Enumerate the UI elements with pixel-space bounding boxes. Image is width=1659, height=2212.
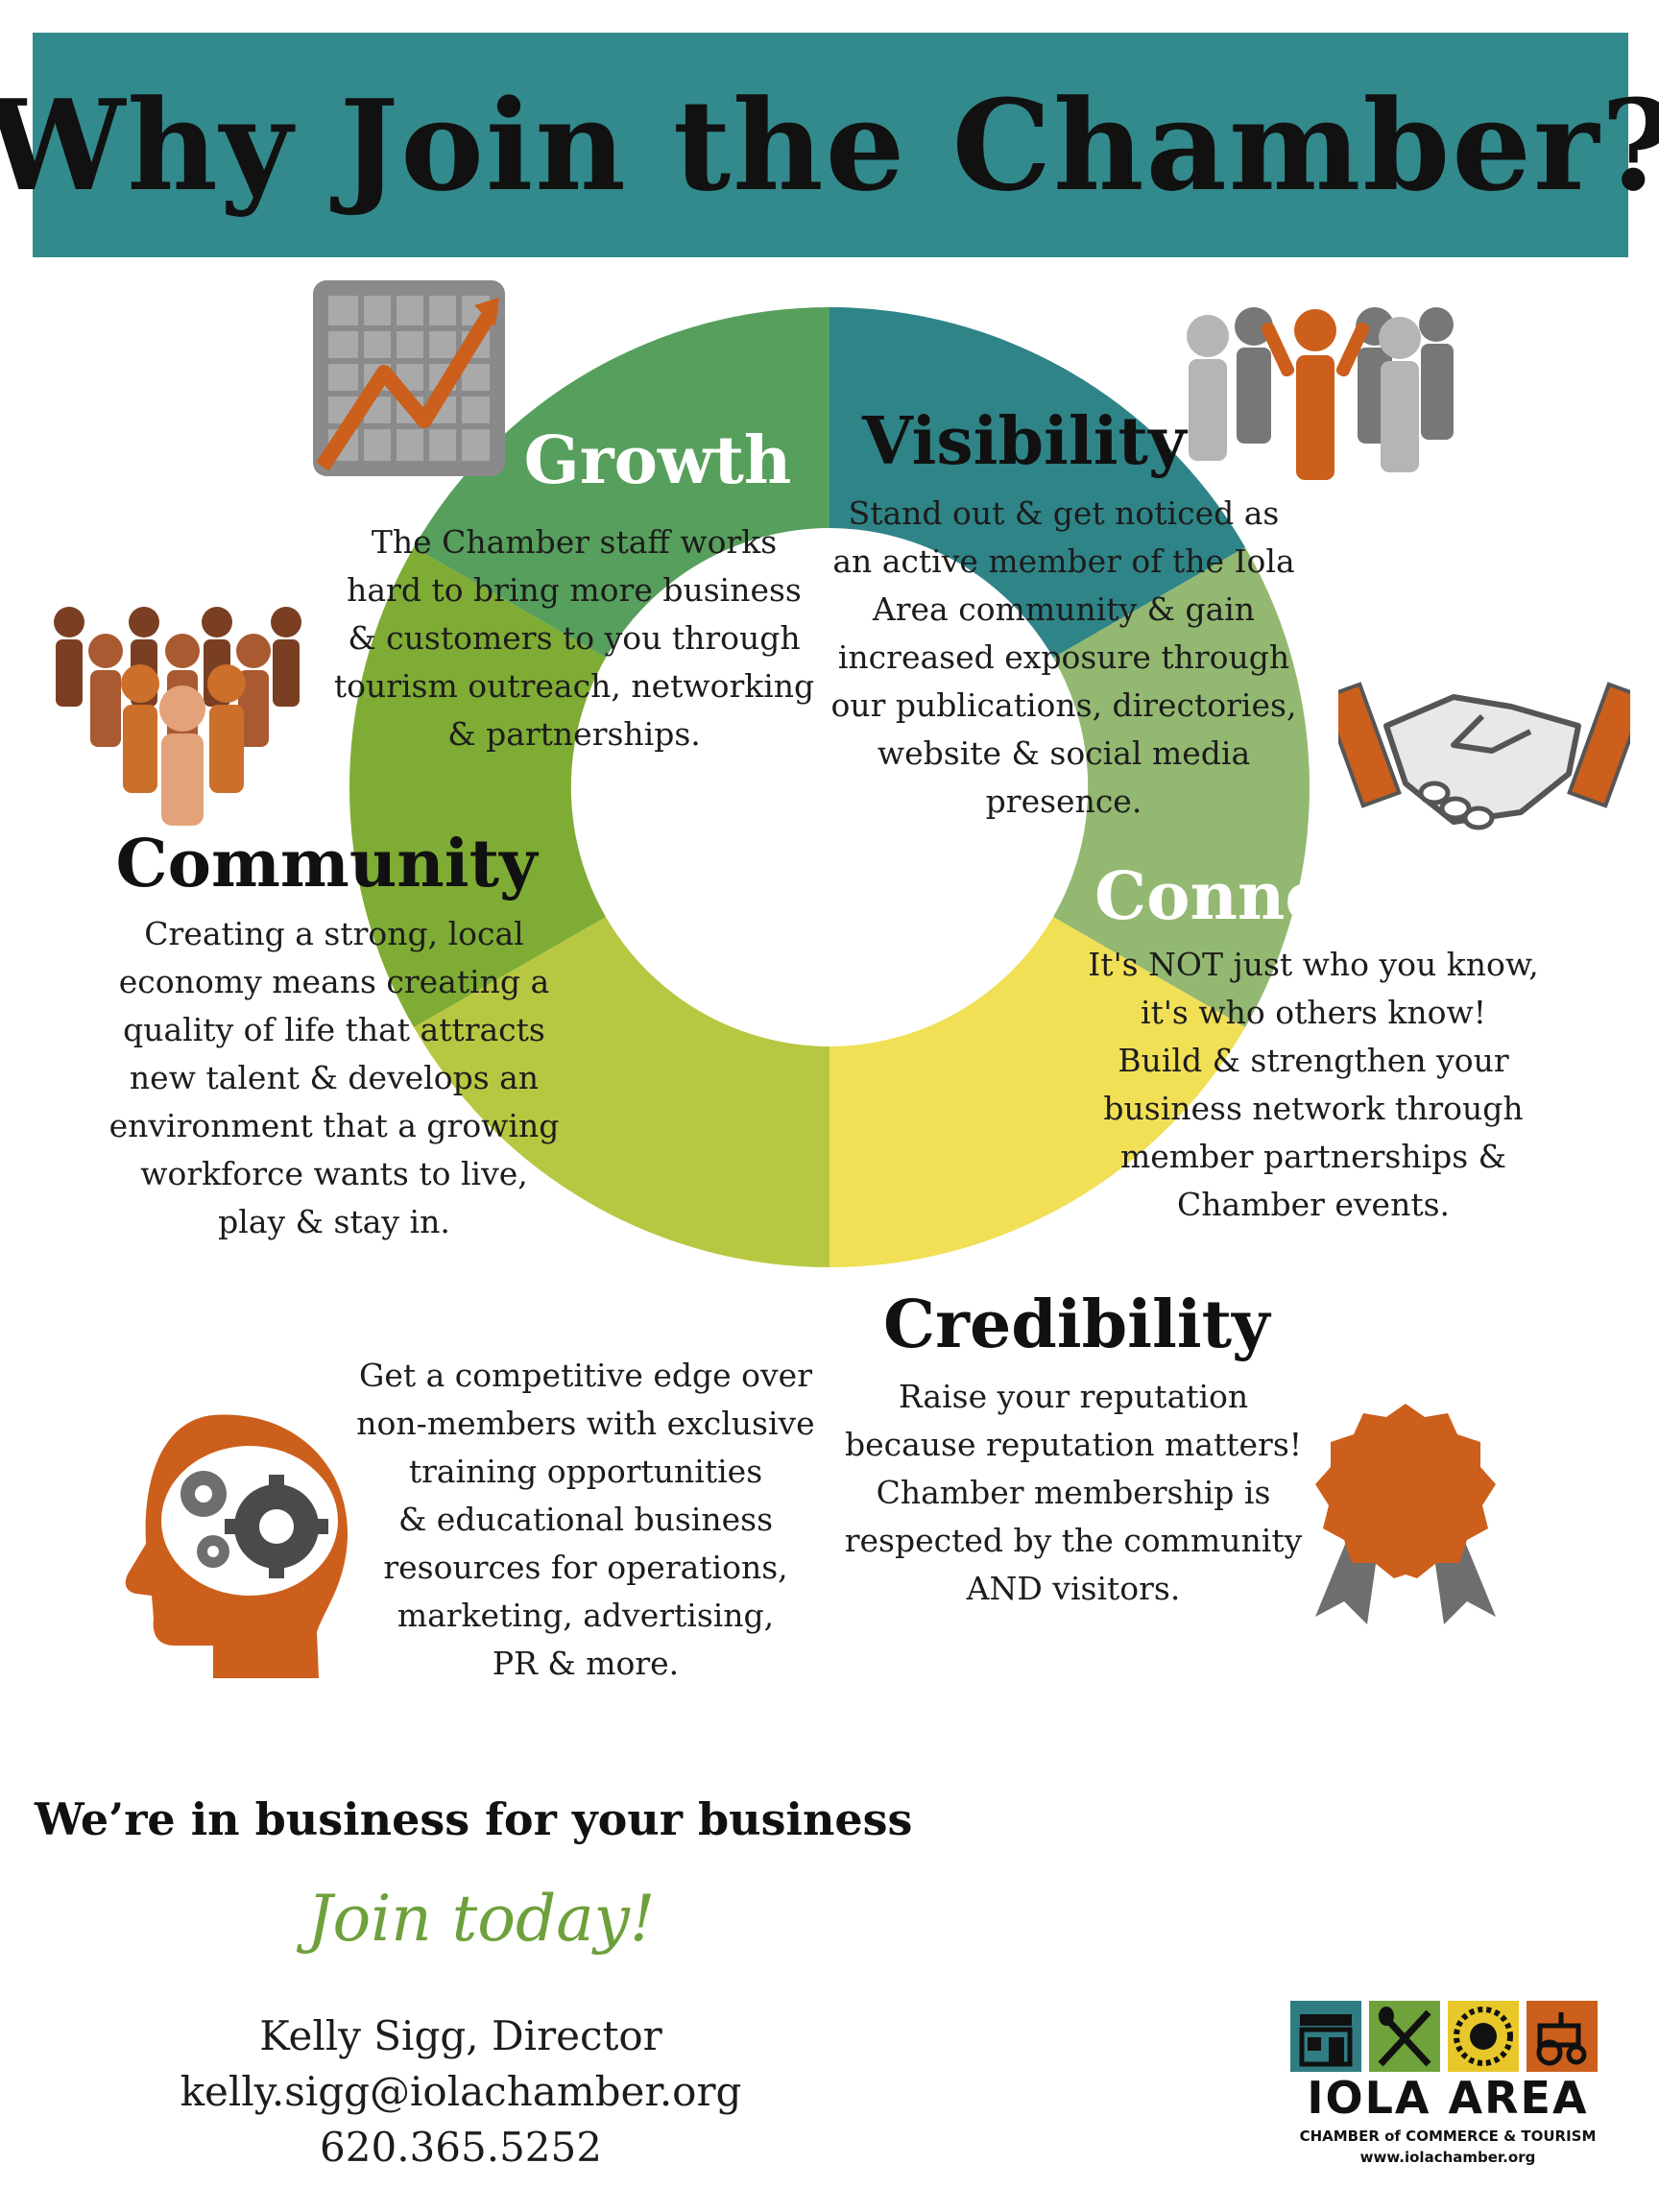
contact-name: Kelly Sigg, Director: [259, 2012, 662, 2059]
credibility-description-line: Raise your reputation: [898, 1378, 1249, 1415]
learning-description-line: PR & more.: [492, 1645, 680, 1682]
visibility-description-line: Stand out & get noticed as: [848, 494, 1280, 532]
growth-description-line: hard to bring more business: [347, 571, 802, 609]
crowd-icon: [54, 607, 301, 826]
segment-learning: [414, 917, 830, 1267]
growth-description-line: The Chamber staff works: [371, 523, 778, 561]
community-description: Creating a strong, local economy means cr…: [104, 910, 565, 1246]
visibility-description-line: Area community & gain: [872, 590, 1256, 628]
visibility-title: Visibility: [862, 403, 1187, 480]
award-ribbon-icon: [1315, 1404, 1496, 1624]
visibility-description-line: increased exposure through: [837, 638, 1290, 676]
community-description-line: Creating a strong, local: [144, 915, 524, 952]
community-description-line: play & stay in.: [218, 1203, 450, 1240]
contact-phone[interactable]: 620.365.5252: [320, 2124, 602, 2171]
connectivity-description-line: Chamber events.: [1176, 1186, 1451, 1223]
visibility-description-line: presence.: [985, 782, 1142, 820]
head-gears-icon: [125, 1414, 349, 1678]
learning-description-line: training opportunities: [408, 1453, 763, 1490]
segment-community: [349, 547, 606, 1027]
learning-title: Learning: [422, 1267, 753, 1344]
community-description-line: workforce wants to live,: [140, 1155, 528, 1192]
credibility-description-line: Chamber membership is: [876, 1474, 1271, 1511]
learning-description-line: & educational business: [397, 1501, 774, 1538]
community-description-line: economy means creating a: [118, 963, 550, 1000]
storefront-icon: [1290, 2001, 1361, 2072]
growth-chart-icon: [313, 280, 505, 476]
credibility-description-line: AND visitors.: [966, 1570, 1181, 1607]
sunflower-icon: [1448, 2001, 1519, 2072]
connectivity-description-line: it's who others know!: [1141, 994, 1486, 1031]
tractor-icon: [1527, 2001, 1598, 2072]
learning-description: Get a competitive edge over non-members w…: [336, 1352, 835, 1688]
connectivity-description-line: member partnerships &: [1119, 1138, 1507, 1175]
header-banner: Why Join the Chamber?: [0, 33, 1659, 257]
connectivity-description: It's NOT just who you know, it's who othe…: [1073, 941, 1553, 1229]
tagline: We’re in business for your business: [35, 1793, 913, 1845]
handshake-icon: [1338, 682, 1630, 830]
people-group-icon: [1187, 307, 1454, 480]
segment-connectivity: [1053, 547, 1310, 1027]
logo-name: IOLA AREA: [1307, 2072, 1589, 2124]
credibility-description-line: respected by the community: [844, 1522, 1303, 1559]
growth-description-line: & partnerships.: [447, 715, 701, 753]
learning-description-line: resources for operations,: [383, 1549, 788, 1586]
connectivity-description-line: business network through: [1103, 1090, 1524, 1127]
growth-description-line: & customers to you through: [348, 619, 801, 657]
learning-description-line: marketing, advertising,: [397, 1597, 775, 1634]
fork-knife-icon: [1369, 2001, 1440, 2072]
segment-credibility: [830, 917, 1245, 1267]
community-description-line: environment that a growing: [108, 1107, 560, 1144]
join-today-text: Join today!: [307, 1882, 656, 1956]
credibility-description: Raise your reputation because reputation …: [833, 1373, 1313, 1613]
credibility-title: Credibility: [883, 1286, 1270, 1363]
credibility-description-line: because reputation matters!: [844, 1426, 1303, 1463]
connectivity-description-line: Build & strengthen your: [1118, 1042, 1509, 1079]
visibility-description-line: our publications, directories,: [830, 686, 1297, 724]
benefits-wheel: [349, 307, 1310, 1267]
connectivity-description-line: It's NOT just who you know,: [1088, 946, 1539, 983]
connectivity-title: Connectivity: [1094, 858, 1552, 935]
logo-subtitle: CHAMBER of COMMERCE & TOURISM: [1299, 2128, 1597, 2145]
community-description-line: new talent & develops an: [129, 1059, 540, 1096]
page-title: Why Join the Chamber?: [0, 71, 1659, 219]
growth-description: The Chamber staff works hard to bring mor…: [325, 518, 824, 758]
segment-visibility: [830, 307, 1245, 658]
learning-description-line: Get a competitive edge over: [358, 1357, 812, 1394]
segment-growth: [414, 307, 830, 658]
iola-area-logo: [1290, 2001, 1598, 2072]
community-title: Community: [115, 826, 538, 902]
learning-description-line: non-members with exclusive: [356, 1405, 815, 1442]
visibility-description: Stand out & get noticed as an active memb…: [824, 490, 1304, 826]
logo-url[interactable]: www.iolachamber.org: [1359, 2149, 1536, 2166]
contact-email[interactable]: kelly.sigg@iolachamber.org: [180, 2068, 742, 2115]
visibility-description-line: an active member of the Iola: [832, 542, 1295, 580]
growth-description-line: tourism outreach, networking: [333, 667, 815, 705]
community-description-line: quality of life that attracts: [123, 1011, 545, 1048]
visibility-description-line: website & social media: [877, 734, 1251, 772]
growth-title: Growth: [523, 422, 792, 499]
